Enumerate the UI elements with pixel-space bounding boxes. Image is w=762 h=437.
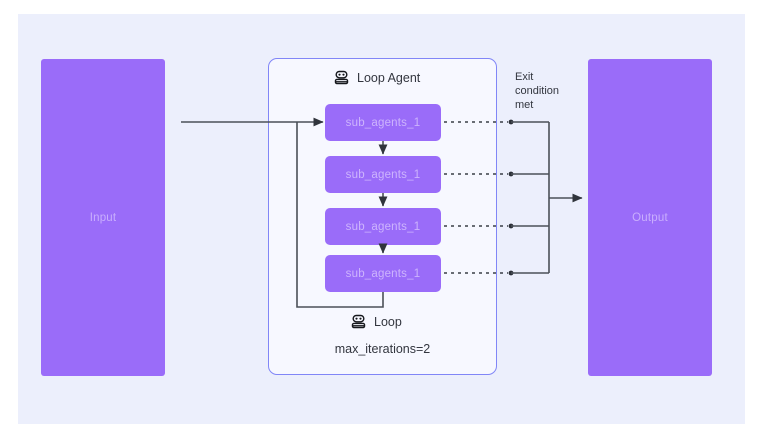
sub-agent-node[interactable]: sub_agents_1	[325, 255, 441, 292]
sub-agent-label: sub_agents_1	[345, 267, 421, 280]
sub-agent-node[interactable]: sub_agents_1	[325, 208, 441, 245]
input-node[interactable]: Input	[41, 59, 165, 376]
input-node-label: Input	[89, 211, 117, 224]
output-node[interactable]: Output	[588, 59, 712, 376]
robot-icon	[350, 313, 367, 330]
loop-agent-header: Loop Agent	[333, 69, 420, 86]
diagram-canvas: Input Output Loop Agent sub_agents_1	[18, 14, 745, 424]
loop-footer-label: Loop	[374, 314, 402, 329]
robot-icon	[333, 69, 350, 86]
sub-agent-label: sub_agents_1	[345, 220, 421, 233]
output-node-label: Output	[632, 211, 668, 224]
sub-agent-label: sub_agents_1	[345, 116, 421, 129]
sub-agent-node[interactable]: sub_agents_1	[325, 156, 441, 193]
loop-agent-header-label: Loop Agent	[357, 70, 421, 85]
sub-agent-label: sub_agents_1	[345, 168, 421, 181]
loop-footer: Loop	[350, 313, 402, 330]
max-iterations-label: max_iterations=2	[334, 342, 431, 356]
sub-agent-node[interactable]: sub_agents_1	[325, 104, 441, 141]
